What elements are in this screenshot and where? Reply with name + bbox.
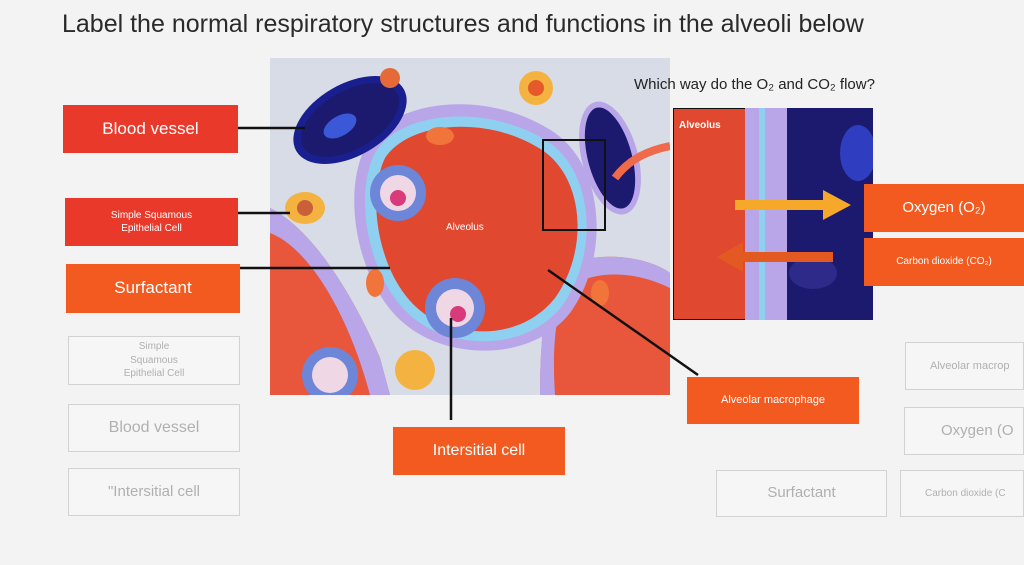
page-title: Label the normal respiratory structures … bbox=[62, 10, 864, 38]
bank-slot-intersitial-cell[interactable]: "Intersitial cell bbox=[68, 468, 240, 516]
inset-alveolus-text: Alveolus bbox=[679, 120, 721, 131]
oxygen-flow-arrow bbox=[735, 190, 851, 220]
question-text: Which way do the O₂ and CO₂ flow? bbox=[634, 76, 875, 93]
bank-slot-blood-vessel[interactable]: Blood vessel bbox=[68, 404, 240, 452]
gas-exchange-inset: Alveolus bbox=[673, 108, 873, 320]
bank-slot-surfactant[interactable]: Surfactant bbox=[716, 470, 887, 517]
blood-vessel-shape bbox=[293, 76, 407, 164]
bank-slot-carbon-dioxide[interactable]: Carbon dioxide (C bbox=[900, 470, 1024, 517]
alveoli-diagram: Alveolus bbox=[270, 58, 670, 395]
carbon-dioxide-flow-arrow bbox=[717, 242, 833, 272]
bank-slot-oxygen[interactable]: Oxygen (O bbox=[904, 407, 1024, 455]
bank-slot-alveolar-macrophage[interactable]: Alveolar macrop bbox=[905, 342, 1024, 390]
bank-slot-simple-squamous[interactable]: Simple Squamous Epithelial Cell bbox=[68, 336, 240, 385]
placed-label-surfactant[interactable]: Surfactant bbox=[66, 264, 240, 313]
alveolus-text: Alveolus bbox=[446, 222, 484, 233]
placed-label-blood-vessel[interactable]: Blood vessel bbox=[63, 105, 238, 153]
placed-label-oxygen[interactable]: Oxygen (O₂) bbox=[864, 184, 1024, 232]
placed-label-alveolar-macrophage[interactable]: Alveolar macrophage bbox=[687, 377, 859, 424]
placed-label-simple-squamous[interactable]: Simple Squamous Epithelial Cell bbox=[65, 198, 238, 246]
placed-label-carbon-dioxide[interactable]: Carbon dioxide (CO₂) bbox=[864, 238, 1024, 286]
placed-label-intersitial-cell[interactable]: Intersitial cell bbox=[393, 427, 565, 475]
